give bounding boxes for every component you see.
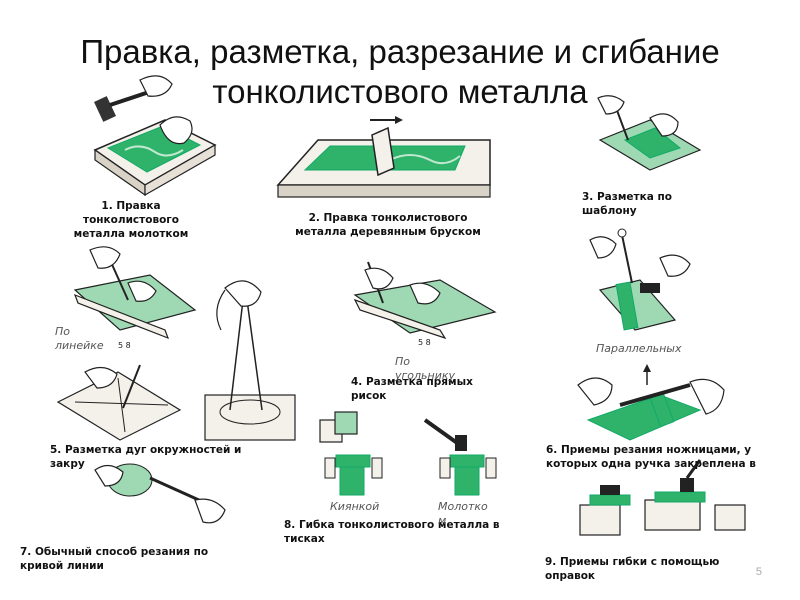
label-parallelnykh: Параллельных bbox=[596, 342, 682, 355]
caption-7: 7. Обычный способ резания по кривой лини… bbox=[20, 546, 209, 572]
illustration-9-mandrel-bending bbox=[579, 459, 746, 536]
caption-2: 2. Правка тонколистового металла деревян… bbox=[295, 212, 481, 238]
illustration-2-bar-straightening bbox=[276, 116, 491, 198]
label-po-lineyke: По линейке bbox=[55, 325, 104, 352]
caption-9: 9. Приемы гибки с помощью оправок bbox=[545, 556, 720, 582]
label-po-ugolniku: По угольнику bbox=[395, 355, 456, 382]
illustration-6-shears-cutting bbox=[577, 364, 725, 441]
caption-6: 6. Приемы резания ножницами, у которых о… bbox=[546, 444, 756, 470]
caption-4: 4. Разметка прямых рисок bbox=[351, 376, 473, 402]
slide-title: Правка, разметка, разрезание и сгибание … bbox=[0, 32, 800, 112]
caption-1: 1. Правка тонколистового металла молотко… bbox=[73, 200, 189, 240]
caption-3: 3. Разметка по шаблону bbox=[582, 191, 672, 217]
title-line-1: Правка, разметка, разрезание и сгибание bbox=[80, 33, 720, 70]
illustration-5-arc-marking bbox=[56, 280, 296, 441]
illustration-4-line-marking: 5 8 5 8 bbox=[73, 228, 691, 350]
caption-5: 5. Разметка дуг окружностей и закру bbox=[50, 444, 242, 470]
page-number: 5 bbox=[755, 566, 762, 578]
label-kiyankoy: Киянкой bbox=[330, 500, 380, 513]
illustration-3-template-marking bbox=[597, 95, 702, 171]
ruler-mark-left: 5 8 bbox=[118, 341, 131, 350]
ruler-mark-mid: 5 8 bbox=[418, 338, 431, 347]
illustration-7-curve-cutting bbox=[94, 463, 226, 524]
illustration-1-hammer-straightening bbox=[93, 75, 217, 197]
label-molotkom: Молотко м bbox=[438, 500, 488, 527]
illustration-8-vise-bending bbox=[319, 411, 497, 496]
title-line-2: тонколистового металла bbox=[212, 73, 588, 110]
caption-8: 8. Гибка тонколистового металла в тисках bbox=[284, 519, 500, 545]
